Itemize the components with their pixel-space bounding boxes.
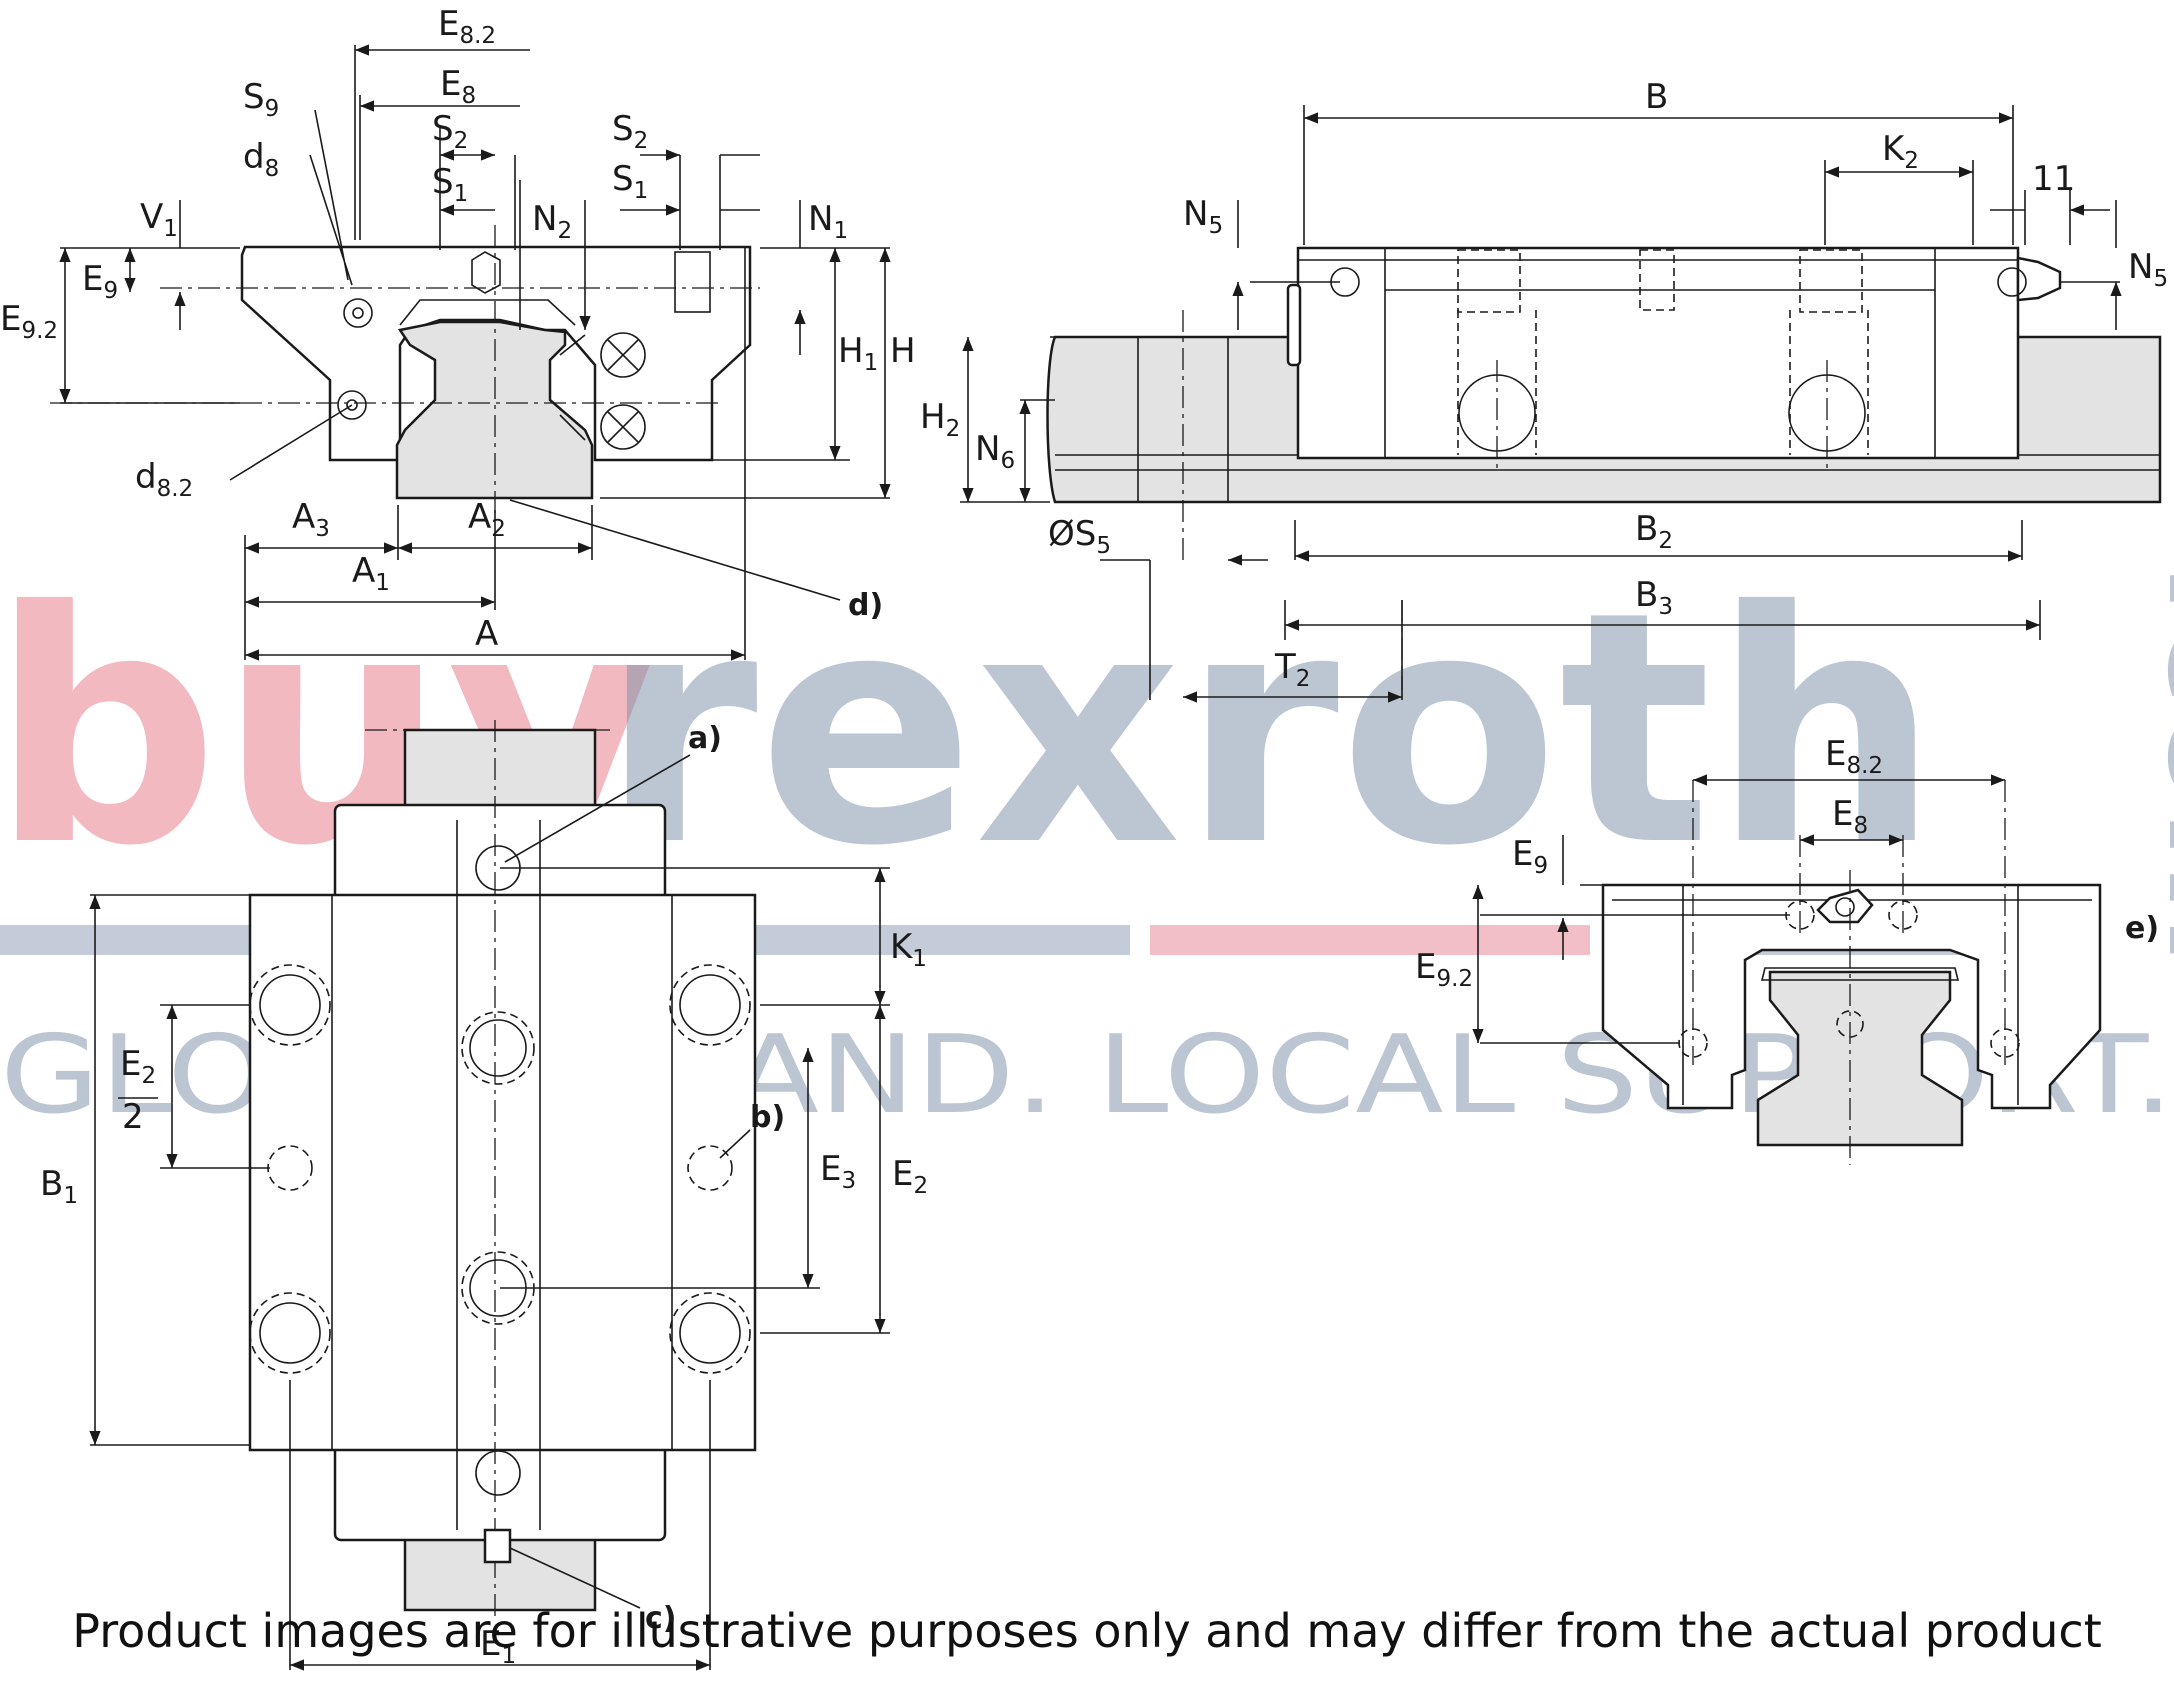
watermark-brand-rexroth: rexroth xyxy=(600,544,1940,916)
seal-lip xyxy=(399,299,576,326)
callout-b: b) xyxy=(750,1100,785,1135)
dim-label-S2-right: S2 xyxy=(612,109,648,154)
detail-label-E8-2: E8.2 xyxy=(1825,734,1883,779)
dim-label-E9: E9 xyxy=(82,259,118,304)
dim-label-H2: H2 xyxy=(920,397,960,442)
dim-label-E2-half-denominator: 2 xyxy=(122,1097,144,1137)
callout-a: a) xyxy=(688,721,722,756)
dim-label-E1: E1 xyxy=(480,1624,516,1669)
ball-upper-cross xyxy=(607,339,639,371)
dim-label-d8-2: d8.2 xyxy=(135,457,193,502)
detail-view-e: E8.2 E8 E9 E9.2 e) xyxy=(1415,734,2159,1165)
carriage-end-view xyxy=(1601,883,2102,1110)
dim-label-E9-2: E9.2 xyxy=(0,299,58,344)
dim-label-E3: E3 xyxy=(820,1149,856,1194)
lube-port-lower-core xyxy=(346,399,358,411)
disclaimer-text: Product images are for illustrative purp… xyxy=(72,1604,2102,1658)
grease-nipple-end xyxy=(1816,888,1874,924)
ball-lower xyxy=(600,404,646,450)
carriage-side-body xyxy=(1296,246,2020,460)
side-screw-right xyxy=(1997,267,2027,297)
dim-label-S1-right: S1 xyxy=(612,159,648,204)
dim-label-d8: d8 xyxy=(243,137,279,182)
dim-label-N2: N2 xyxy=(532,199,572,244)
dim-label-N5-left: N5 xyxy=(1183,194,1223,239)
rail-top-upper xyxy=(403,728,597,812)
dim-label-B3: B3 xyxy=(1635,575,1673,620)
watermark-bar-middle xyxy=(1150,925,1590,955)
callout-c: c) xyxy=(645,1601,677,1636)
ball-upper xyxy=(600,332,646,378)
dim-label-A3: A3 xyxy=(292,497,330,542)
lube-port-upper xyxy=(343,298,373,328)
end-seal-left xyxy=(1286,283,1302,367)
thread-hidden-center xyxy=(1639,249,1675,311)
carriage-body-section xyxy=(240,245,752,462)
mounting-thread-right xyxy=(674,251,711,313)
mounting-hole-group xyxy=(249,964,751,1374)
carriage-top-body xyxy=(248,893,757,1452)
thread-hidden-right xyxy=(1799,249,1863,313)
lube-port-lower xyxy=(337,390,367,420)
ball-lower-cross xyxy=(607,411,639,443)
rail-profile-section xyxy=(395,320,594,500)
detail-label-E9-2: E9.2 xyxy=(1415,947,1473,992)
detail-label-E8: E8 xyxy=(1832,794,1868,839)
dim-label-K1: K1 xyxy=(890,927,927,972)
dim-label-B: B xyxy=(1645,77,1668,117)
rail-bore xyxy=(1137,337,1229,502)
top-view: a) b) c) K1 E2 2 E3 E2 B1 E1 xyxy=(40,720,928,1671)
grease-nipple-top xyxy=(483,1528,512,1564)
callout-e: e) xyxy=(2125,911,2159,946)
dim-label-S5: ØS5 xyxy=(1048,514,1111,559)
front-section-view: E8.2 E8 S9 d8 S2 S1 S2 S1 N2 N1 V1 E9 E9… xyxy=(0,4,916,661)
dim-label-E8-2: E8.2 xyxy=(438,4,496,49)
dim-label-A1: A1 xyxy=(352,551,390,596)
dim-label-E2-half-numerator: E2 xyxy=(120,1044,156,1089)
grease-nipple-section xyxy=(471,251,501,294)
dim-label-N6: N6 xyxy=(975,429,1015,474)
rail-end-view xyxy=(1756,970,1964,1147)
lube-hole-bottom xyxy=(475,1450,521,1496)
dim-label-N1: N1 xyxy=(808,199,848,244)
watermark-brand-suffix: .com xyxy=(2134,560,2174,965)
callout-d: d) xyxy=(848,588,883,623)
dim-label-A2: A2 xyxy=(468,497,506,542)
dim-label-S1-left: S1 xyxy=(432,162,468,207)
side-view: B K2 11 N5 N5 H2 N6 ØS5 B2 B3 T2 xyxy=(920,77,2168,703)
dim-label-T2: T2 xyxy=(1274,647,1310,692)
dim-label-H1: H1 xyxy=(838,331,878,376)
dim-label-S9: S9 xyxy=(243,77,279,122)
end-cap-upper xyxy=(333,803,667,902)
dim-label-A: A xyxy=(475,614,498,654)
dim-label-N5-right: N5 xyxy=(2128,247,2168,292)
dim-label-S2-left: S2 xyxy=(432,109,468,154)
end-cap-lower xyxy=(333,1443,667,1542)
seal-strip xyxy=(1760,967,1960,981)
dim-label-B2: B2 xyxy=(1635,509,1673,554)
dim-label-B1: B1 xyxy=(40,1164,78,1209)
dim-label-K2: K2 xyxy=(1882,129,1919,174)
dim-label-H: H xyxy=(890,331,916,371)
lube-port-upper-core xyxy=(352,307,364,319)
dim-label-V1: V1 xyxy=(140,197,178,242)
thread-hidden-left xyxy=(1457,249,1521,313)
detail-label-E9: E9 xyxy=(1512,834,1548,879)
dim-label-E2: E2 xyxy=(892,1154,928,1199)
grease-nipple-side xyxy=(2016,256,2062,302)
dim-label-E8: E8 xyxy=(440,64,476,109)
dim-label-11: 11 xyxy=(2032,159,2075,199)
ball-cage xyxy=(559,334,586,441)
